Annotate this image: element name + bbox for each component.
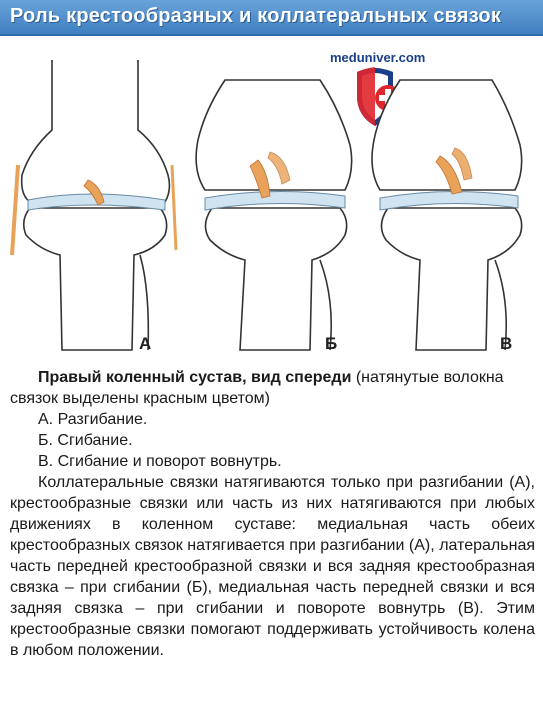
- caption-item-c: В. Сгибание и поворот вовнутрь.: [38, 453, 282, 470]
- figure-caption: Правый коленный сустав, вид спереди (нат…: [10, 367, 535, 661]
- page-title: Роль крестообразных и коллатеральных свя…: [10, 5, 502, 27]
- knee-c-drawing: [371, 79, 523, 351]
- logo-text: meduniver.com: [330, 50, 426, 65]
- figure-label-c: В: [500, 334, 513, 353]
- caption-heading-rest: (натянутые волокна связок выделены красн…: [10, 369, 504, 407]
- figure-label-b: Б: [325, 334, 338, 353]
- figure-label-a: А: [139, 334, 152, 353]
- title-bar: Роль крестообразных и коллатеральных свя…: [0, 0, 543, 36]
- caption-item-a: А. Разгибание.: [38, 411, 148, 428]
- caption-body: Коллатеральные связки натягиваются тольк…: [10, 474, 535, 659]
- caption-item-b: Б. Сгибание.: [38, 432, 133, 449]
- caption-heading-bold: Правый коленный сустав, вид спереди: [38, 369, 352, 386]
- knee-b-drawing: [195, 79, 353, 351]
- knee-a-drawing: [10, 60, 178, 351]
- knee-illustration: [10, 60, 523, 351]
- caption-heading: Правый коленный сустав, вид спереди (нат…: [10, 367, 535, 409]
